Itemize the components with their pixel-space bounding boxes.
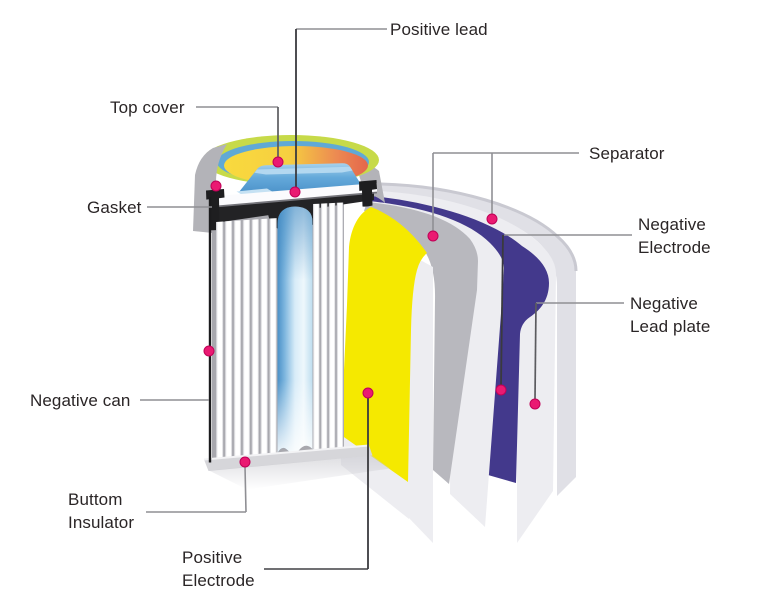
rib: [260, 218, 268, 461]
positive-electrode-sheet: [341, 207, 427, 482]
leader-lines: [140, 28, 632, 570]
marker-gasket: [210, 180, 222, 192]
marker-negative-electrode: [495, 384, 507, 396]
leader-bottom-insulator-v: [244, 465, 247, 513]
label-negative-electrode-line2: Electrode: [638, 238, 711, 257]
label-positive-electrode-line1: Positive: [182, 548, 243, 567]
top-cover-plate-edge: [215, 191, 378, 208]
label-negative-lead-plate: Negative Lead plate: [630, 292, 710, 338]
rib: [233, 220, 242, 462]
label-negative-lead-plate-line2: Lead plate: [630, 317, 711, 336]
marker-separator-1: [427, 230, 439, 242]
leader-negative-electrode-v: [500, 234, 504, 387]
label-negative-electrode: Negative Electrode: [638, 213, 711, 259]
rib: [328, 202, 336, 456]
label-negative-can: Negative can: [30, 391, 131, 410]
cap-top-facet: [254, 166, 353, 175]
marker-negative-lead-plate: [529, 398, 541, 410]
center-pin-bottom-fade: [277, 380, 313, 454]
rib: [336, 202, 344, 455]
label-bottom-insulator-line2: Insulator: [68, 513, 135, 532]
rib: [320, 203, 328, 456]
marker-top-cover: [272, 156, 284, 168]
unrolled-layers: [341, 182, 578, 543]
label-positive-electrode-line2: Electrode: [182, 571, 255, 590]
rib: [216, 221, 224, 463]
marker-separator-2: [486, 213, 498, 225]
wound-layer-ribs: [216, 202, 344, 463]
gasket-clamp-right: [359, 180, 377, 207]
marker-dots: [203, 156, 541, 468]
center-pin-top-shade: [277, 206, 313, 280]
leader-negative-lead-plate-v: [534, 302, 537, 400]
label-positive-electrode: Positive Electrode: [182, 546, 255, 592]
label-separator: Separator: [589, 144, 665, 163]
label-negative-lead-plate-line1: Negative: [630, 294, 698, 313]
rib: [313, 203, 320, 456]
negative-electrode-sheet: [370, 196, 549, 483]
bottom-shadow: [209, 455, 390, 490]
rib: [242, 219, 250, 462]
marker-positive-electrode: [362, 387, 374, 399]
rib: [251, 219, 259, 461]
marker-positive-lead: [289, 186, 301, 198]
marker-negative-can: [203, 345, 215, 357]
label-gasket: Gasket: [87, 198, 142, 217]
separator-sheet: [364, 202, 478, 484]
bottom-plate-highlight: [203, 444, 370, 461]
label-positive-lead: Positive lead: [390, 20, 488, 39]
label-negative-electrode-line1: Negative: [638, 215, 706, 234]
label-bottom-insulator-line1: Buttom: [68, 490, 123, 509]
marker-bottom-insulator: [239, 456, 251, 468]
rib: [269, 218, 277, 460]
battery-can: [193, 135, 390, 490]
label-top-cover: Top cover: [110, 98, 185, 117]
negative-lead-plate-sheet: [374, 191, 556, 543]
rib: [224, 220, 233, 463]
label-bottom-insulator: Buttom Insulator: [68, 488, 134, 534]
